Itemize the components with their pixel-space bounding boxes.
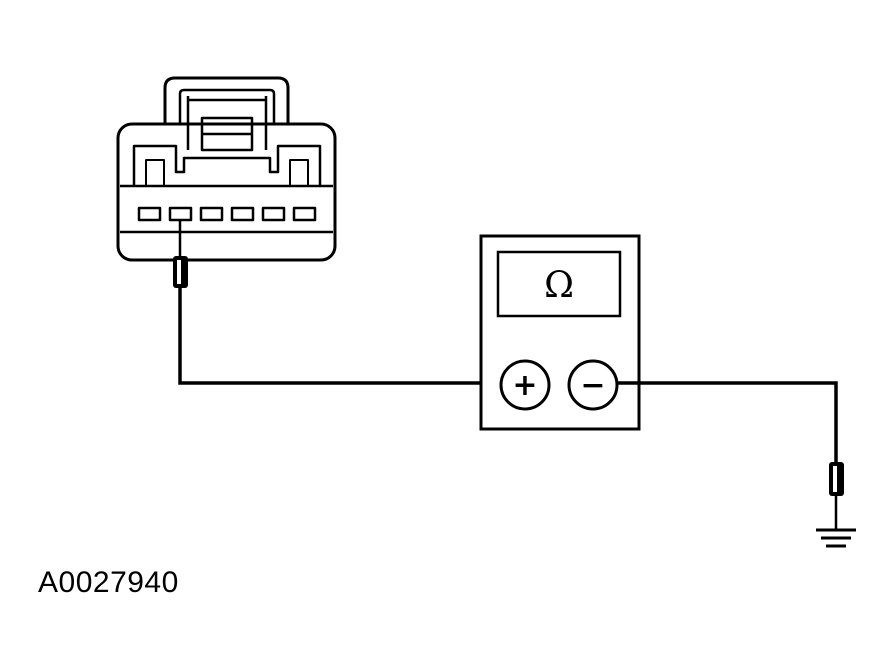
- lead-negative: [617, 381, 838, 462]
- negative-terminal-label: −: [580, 368, 605, 403]
- connector-latch: [163, 76, 290, 124]
- connector-inner-slot-left: [145, 159, 165, 186]
- ohmmeter: Ω + −: [479, 234, 641, 431]
- figure-id: A0027940: [38, 566, 179, 599]
- ground-probe-plug-highlight: [833, 466, 837, 492]
- lead-positive: [178, 288, 482, 385]
- connector-pin-6: [292, 206, 317, 222]
- ohmmeter-display: [496, 250, 622, 318]
- probe-plug-highlight: [177, 260, 181, 284]
- connector-inner-profile: [132, 144, 322, 186]
- connector-pin-3: [199, 206, 224, 222]
- connector-body: [116, 122, 337, 262]
- connector-pin-4: [230, 206, 255, 222]
- connector-inner-slot-right: [289, 159, 309, 186]
- connector-pin-1: [137, 206, 162, 222]
- connector: [116, 76, 337, 262]
- positive-terminal-label: +: [512, 368, 537, 403]
- probe-wire-positive: [173, 220, 482, 385]
- probe-wire-negative: [617, 381, 844, 530]
- connector-latch-inner: [178, 88, 276, 124]
- positive-terminal: [499, 359, 551, 411]
- connector-pin-5: [261, 206, 286, 222]
- negative-terminal: [567, 359, 619, 411]
- connector-pins: [137, 206, 317, 222]
- ground-icon: [816, 528, 856, 548]
- ohm-symbol: Ω: [544, 265, 574, 306]
- connector-pin-2: [168, 206, 193, 222]
